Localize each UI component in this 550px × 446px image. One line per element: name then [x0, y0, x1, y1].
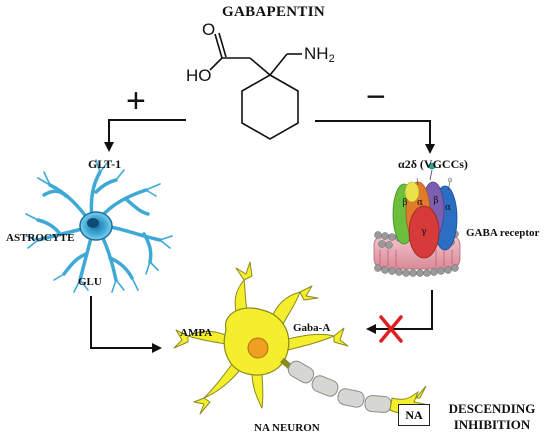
- gabapentin-structure: [209, 32, 302, 140]
- oxygen-label: O: [202, 20, 216, 39]
- arrow-to-glt1: [104, 119, 186, 152]
- carbonyl-bond: [214, 33, 223, 59]
- na-neuron-label: NA NEURON: [254, 422, 320, 434]
- svg-text:γ: γ: [421, 227, 426, 237]
- hydroxyl-label: HO: [186, 66, 212, 85]
- svg-text:β: β: [433, 196, 438, 206]
- astrocyte-cell: [25, 159, 173, 293]
- amine-label: NH2: [304, 44, 335, 65]
- arrow-a2d-to-gaba-a: [366, 290, 433, 334]
- neuron-nucleus: [247, 337, 269, 359]
- gaba-receptor-illustration: β α β α γ: [373, 162, 461, 277]
- hydroxyl-bond: [209, 57, 223, 71]
- outcome-line1: DESCENDING: [448, 401, 536, 416]
- svg-text:α: α: [417, 198, 423, 208]
- cyclohexane-ring: [241, 74, 299, 140]
- outcome-label: DESCENDING INHIBITION: [440, 401, 544, 433]
- astrocyte-label: ASTROCYTE: [6, 232, 75, 244]
- gaba-a-label: Gaba-A: [293, 322, 331, 334]
- myelin-sheath: [287, 360, 392, 413]
- receptor-subunit-red: [408, 205, 440, 259]
- glu-label: GLU: [78, 276, 102, 288]
- ch2-bond-right: [269, 53, 288, 76]
- minus-sign: −: [366, 78, 386, 116]
- receptor-subunit-yellow: [404, 181, 420, 203]
- a2d-vgcc-label: α2δ (VGCCs): [398, 157, 468, 171]
- page-title: GABAPENTIN: [222, 4, 326, 20]
- ch2-bond-left: [249, 57, 271, 76]
- svg-text:β: β: [402, 198, 407, 208]
- carbonyl-bond-2: [218, 32, 227, 58]
- ampa-label: AMPA: [180, 327, 213, 339]
- arrow-glu-to-ampa: [90, 296, 162, 353]
- arrow-to-a2d: [315, 120, 435, 154]
- plus-sign: +: [126, 82, 146, 120]
- gaba-receptor-label: GABA receptor: [466, 227, 540, 239]
- na-terminal-box: NA: [398, 404, 430, 426]
- svg-text:α: α: [445, 203, 451, 213]
- block-cross-icon: [379, 315, 403, 343]
- ligand-dot-icon: [428, 162, 436, 170]
- na-neuron-illustration: [173, 261, 427, 425]
- glt1-label: GLT-1: [88, 157, 122, 171]
- outcome-line2: INHIBITION: [453, 417, 531, 432]
